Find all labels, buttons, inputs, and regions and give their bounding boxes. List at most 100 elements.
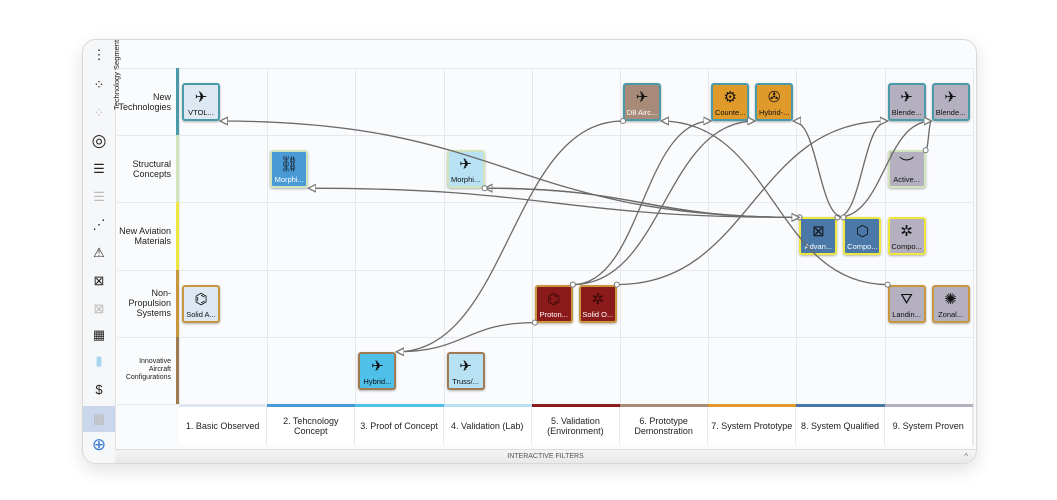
node-label: Blende... [935,108,966,117]
bars-left-faded-icon[interactable]: ☰ [93,189,105,204]
grid-line [117,269,974,271]
matrix-view-icon[interactable]: ▦ [83,406,115,432]
node-icon: ⌬ [194,290,208,308]
column-color-bar [179,404,268,407]
scatter-network-faded-icon[interactable]: ⁘ [93,105,105,120]
node-morphi2[interactable]: ⛓Morphi... [270,150,309,189]
grid-line [443,68,445,446]
add-icon[interactable]: ⊕ [91,435,107,454]
node-compo8[interactable]: ⬡Compo... [843,217,882,256]
target-icon[interactable]: ◎ [91,131,107,150]
node-label: Solid O... [582,309,614,319]
node-blende1[interactable]: ✈ Blende... [887,83,926,121]
column-header[interactable]: 2. Tehcnology Concept [267,407,356,445]
column-header[interactable]: 1. Basic Observed [179,407,268,445]
grid-line [531,68,533,446]
column-header[interactable]: 5. Validation (Environment) [531,407,620,445]
node-label: Proton... [539,309,568,319]
node-landin[interactable]: ⛛Landin... [887,284,926,323]
bars-left-icon[interactable]: ☰ [93,161,105,176]
node-icon: ✈ [459,156,472,174]
node-icon: ⛛ [900,290,913,308]
node-label: Solid A... [186,309,216,319]
node-solido[interactable]: ✲Solid O... [578,284,617,323]
column-color-bar [443,404,532,407]
node-label: Landin... [892,309,921,319]
column-color-bar [355,404,444,407]
node-icon: ✲ [900,223,913,241]
node-label: Compo... [847,242,878,252]
node-label: Morphi... [451,175,481,185]
node-compo9[interactable]: ✲Compo... [887,217,926,256]
warning-icon[interactable]: ⚠ [93,245,105,260]
node-morphi4[interactable]: ✈Morphi... [446,150,485,189]
column-header[interactable]: 4. Validation (Lab) [443,407,532,445]
grid-line [117,336,974,338]
node-hybrid7[interactable]: ✇Hybrid-... [755,83,794,121]
scatter-network-icon[interactable]: ⁘ [93,77,105,92]
node-icon: ✈ [194,89,208,106]
bar-chart-icon[interactable]: ▮ [95,353,103,368]
row-color-bar [176,135,179,203]
column-header[interactable]: 6. Prototype Demonstration [620,407,709,445]
row-label: New Aviation Materials [119,225,171,246]
node-label: Truss/... [452,376,479,386]
node-blende2[interactable]: ✈ Blende... [931,83,970,121]
heatmap-icon[interactable]: ▦ [92,327,106,342]
column-header[interactable]: 3. Proof of Concept [355,407,444,445]
node-zonal[interactable]: ✺Zonal... [931,284,970,323]
node-label: Counte... [714,108,746,117]
line-trend-icon[interactable]: ⋰ [92,217,106,232]
grid-line [972,68,974,446]
node-hybrid3[interactable]: ✈Hybrid... [358,351,397,390]
node-counte[interactable]: ⚙Counte... [711,83,750,121]
grid-line [355,68,357,446]
more-menu-icon[interactable]: ⋮ [92,47,106,62]
x-box-faded-icon[interactable]: ⊠ [93,301,105,316]
sidebar-toolbar: ⋮ ⁘ ⁘ ◎ ☰ ☰ ⋰ ⚠ ⊠ ⊠ ▦ ▮ $ ▦ ⊕ [83,40,116,463]
node-solida[interactable]: ⌬Solid A... [182,284,220,323]
node-proton[interactable]: ⌬Proton... [534,284,573,323]
node-label: Hybrid-... [758,108,790,117]
node-d8[interactable]: ✈D8 Airc... [623,83,661,121]
node-icon: ⌬ [547,290,561,308]
grid-line [117,135,974,137]
node-label: Compo... [891,242,922,252]
x-box-icon[interactable]: ⊠ [93,273,105,288]
node-icon: ✈ [900,89,913,106]
node-advan[interactable]: ⊠Advan... [799,217,838,256]
row-label: New Technologies [118,91,171,112]
grid-line [708,68,710,446]
node-label: Hybrid... [363,376,392,386]
column-header[interactable]: 7. System Prototype [708,407,797,445]
node-label: Zonal... [938,309,964,319]
node-icon: ⛓ [279,156,299,174]
money-hand-icon[interactable]: $ [95,381,103,397]
row-color-bar [176,269,179,337]
row-color-bar [176,68,179,136]
node-active[interactable]: ︶Active... [887,150,926,189]
node-icon: ✈ [635,89,649,106]
column-color-bar [620,404,709,407]
node-vtol[interactable]: ✈VTOL... [182,83,220,121]
grid-line [117,68,974,69]
node-label: Advan... [804,242,833,252]
node-label: Morphi... [274,175,304,185]
interactive-filters-label: INTERACTIVE FILTERS [507,453,584,460]
node-icon: ✈ [944,89,957,106]
grid-line [620,68,621,446]
column-color-bar [267,404,356,407]
row-color-bar [176,202,179,270]
node-label: Active... [893,175,920,185]
grid-line [884,68,886,446]
node-label: Blende... [891,108,922,117]
row-color-bar [176,336,179,404]
chevron-up-icon[interactable]: ^ [964,452,968,461]
grid-line [117,202,974,204]
column-header[interactable]: 9. System Proven [884,407,973,445]
column-color-bar [531,404,620,407]
node-truss[interactable]: ✈Truss/... [446,351,485,390]
column-header[interactable]: 8. System Qualified [796,407,885,445]
row-label: Non-Propulsion Systems [128,288,171,319]
interactive-filters-bar[interactable]: INTERACTIVE FILTERS ^ [115,449,976,463]
